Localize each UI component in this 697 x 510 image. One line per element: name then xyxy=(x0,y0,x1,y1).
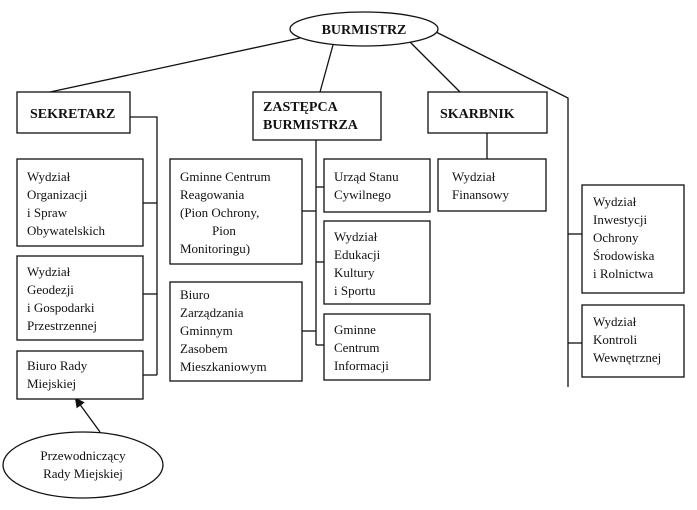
node-sekretarz: SEKRETARZ xyxy=(16,91,131,134)
przewodniczacy-ellipse xyxy=(2,431,164,499)
skarbnik-box xyxy=(427,91,548,134)
gminne-centrum-reagowania-box xyxy=(169,158,303,265)
connector-sekretarz-branch xyxy=(130,116,158,375)
zastepca-box xyxy=(252,91,382,141)
biuro-zarzadzania-box xyxy=(169,281,303,382)
node-skarbnik: SKARBNIK xyxy=(427,91,548,134)
biuro-rady-box xyxy=(16,350,144,400)
skarbnik-label: SKARBNIK xyxy=(440,107,515,122)
connector-burmistrz-zastepca xyxy=(319,44,334,93)
wydzial-finansowy-box xyxy=(437,158,547,212)
burmistrz-ellipse xyxy=(289,11,439,47)
wydzial-inwestycji-box xyxy=(581,184,685,294)
wydzial-organizacji-box xyxy=(16,158,144,247)
wydzial-edukacji-box xyxy=(323,220,431,305)
connector-burmistrz-skarbnik xyxy=(407,39,461,93)
arrow-przewodniczacy-biuro-rady xyxy=(74,397,101,433)
wydzial-kontroli-box xyxy=(581,304,685,378)
gminne-centrum-informacji-box xyxy=(323,313,431,381)
urzad-stanu-box xyxy=(323,158,431,213)
connector-burmistrz-right-branch xyxy=(427,27,569,387)
burmistrz-label: BURMISTRZ xyxy=(322,23,407,38)
sekretarz-box xyxy=(16,91,131,134)
node-burmistrz: BURMISTRZ xyxy=(289,11,439,47)
wydzial-geodezji-box xyxy=(16,255,144,341)
connectors xyxy=(49,27,582,433)
sekretarz-label: SEKRETARZ xyxy=(30,107,115,122)
connector-burmistrz-sekretarz xyxy=(49,37,301,93)
